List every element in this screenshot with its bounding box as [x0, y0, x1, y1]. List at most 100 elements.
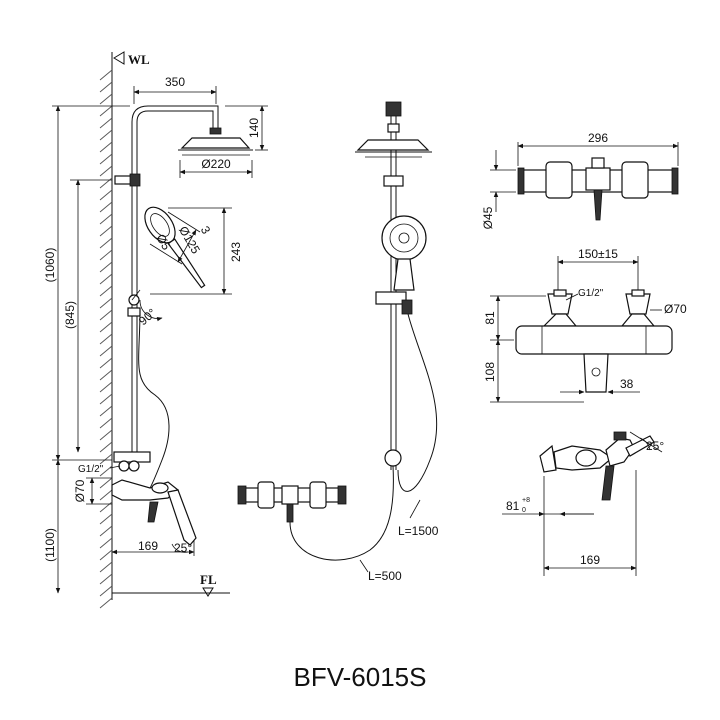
floor-level-label: FL [200, 572, 217, 587]
front-cover-value: Ø70 [664, 302, 687, 316]
top-width-value: 296 [588, 131, 608, 145]
wall-hatch-stroke [99, 237, 113, 249]
wall-hatch-stroke [99, 525, 113, 537]
wall-hatch-stroke [99, 537, 113, 549]
wall-hatch-stroke [99, 429, 113, 441]
wall-hatch-stroke [99, 501, 113, 513]
mixer-side [111, 451, 197, 546]
model-number: BFV-6015S [293, 662, 427, 692]
inlet-cover-value: Ø70 [73, 479, 87, 502]
dim-overall-height: (1060) [43, 105, 130, 461]
wall-hatch-stroke [99, 165, 113, 177]
dim-front-lower-height: 108 [483, 339, 584, 403]
wall-hatch-stroke [99, 441, 113, 453]
wall-hatch-stroke [99, 141, 113, 153]
wall-hatch-stroke [99, 189, 113, 201]
wall-hatch-stroke [99, 213, 113, 225]
overall-height-value: (1060) [43, 248, 57, 283]
front-mixer [237, 481, 347, 523]
wall-hatch-stroke [99, 453, 113, 465]
wall-hatch-stroke [99, 81, 113, 93]
dim-front-centers: 150±15 [557, 247, 639, 290]
dim-column-reach: 350 [133, 75, 217, 104]
wall-hatch-stroke [99, 249, 113, 261]
spout-angle-value: 25° [174, 541, 192, 555]
wall-hatch-stroke [99, 549, 113, 561]
wall-hatch-stroke [99, 273, 113, 285]
wall-hatch-stroke [99, 69, 113, 81]
front-view: L=1500 L=500 [237, 101, 439, 583]
wall-hatch-stroke [99, 489, 113, 501]
side-eccentric-lower-tol: 0 [522, 507, 526, 514]
dim-front-upper-height: 81 [483, 295, 546, 341]
dim-top-width: 296 [517, 131, 679, 166]
floor-level-marker: FL [112, 572, 230, 597]
wall-hatch-stroke [99, 321, 113, 333]
wall-hatch-stroke [99, 129, 113, 141]
mixer-top-view: 296 Ø45 [481, 131, 679, 229]
front-long-hose: L=1500 [397, 313, 439, 538]
hand-shower [131, 206, 206, 301]
wall-hatch-stroke [99, 513, 113, 525]
dim-head-diameter: Ø220 [179, 157, 253, 178]
wall-hatch-stroke [99, 309, 113, 321]
dim-inlet-cover: Ø70 [73, 477, 112, 505]
wall-hatch-stroke [99, 573, 113, 585]
shower-column [114, 105, 219, 460]
front-spout-width-value: 38 [620, 377, 634, 391]
dim-inlet-thread: G1/2" [78, 464, 121, 475]
hand-shower-face-value: 3 [198, 224, 214, 237]
wall-level-marker: WL [113, 51, 150, 67]
wall-hatch-stroke [99, 381, 113, 393]
dim-side-eccentric: 81 +8 0 [502, 476, 594, 576]
head-drop-value: 140 [247, 118, 261, 138]
side-reach-value: 169 [580, 553, 600, 567]
wall-hatch-stroke [99, 417, 113, 429]
mixer-front-view: 150±15 G1/2" Ø70 81 108 38 [483, 247, 687, 403]
wall-hatch-stroke [99, 117, 113, 129]
dim-hand-shower-length: 243 [150, 207, 243, 295]
side-eccentric-upper-tol: +8 [522, 497, 530, 504]
inlet-thread-value: G1/2" [78, 464, 104, 475]
side-angle-value: 25° [646, 439, 664, 453]
front-rain-head [355, 139, 432, 158]
short-hose-value: L=500 [368, 569, 402, 583]
side-eccentric-value: 81 [506, 499, 520, 513]
wall-hatch-stroke [99, 393, 113, 405]
front-thread-value: G1/2" [578, 288, 604, 299]
front-lower-height-value: 108 [483, 362, 497, 382]
wall-hatch-stroke [99, 597, 113, 609]
wall-hatch-stroke [99, 285, 113, 297]
hose [138, 309, 170, 496]
wall-hatch-stroke [99, 357, 113, 369]
wall-hatch-stroke [99, 345, 113, 357]
hand-shower-length-value: 243 [229, 242, 243, 262]
dim-front-spout-width: 38 [560, 377, 640, 395]
dim-head-drop: 140 [225, 105, 268, 151]
rain-shower-head [178, 127, 253, 156]
long-hose-value: L=1500 [398, 524, 439, 538]
wall-level-label: WL [128, 52, 150, 67]
wall-hatch-stroke [99, 177, 113, 189]
front-hand-shower [381, 215, 427, 291]
wall-hatch-stroke [99, 225, 113, 237]
wall-hatch-stroke [99, 585, 113, 597]
mixer-height-value: (1100) [43, 528, 57, 562]
wall-hatch-stroke [99, 105, 113, 117]
top-depth-value: Ø45 [481, 206, 495, 229]
dim-mixer-height: (1100) [43, 459, 61, 594]
slide-height-value: (845) [63, 301, 77, 329]
head-diameter-value: Ø220 [201, 157, 231, 171]
wall-hatch-stroke [99, 405, 113, 417]
front-holder [375, 291, 413, 315]
wall-hatch-stroke [99, 261, 113, 273]
front-centers-value: 150±15 [578, 247, 618, 261]
dim-spout-angle: 25° [171, 541, 192, 555]
mixer-side-view: 25° 81 +8 0 169 [502, 431, 664, 576]
wall-hatch-stroke [99, 333, 113, 345]
dim-slide-height: (845) [63, 179, 112, 453]
front-upper-height-value: 81 [483, 311, 497, 325]
wall-hatch-stroke [99, 561, 113, 573]
spout-reach-value: 169 [138, 539, 158, 553]
